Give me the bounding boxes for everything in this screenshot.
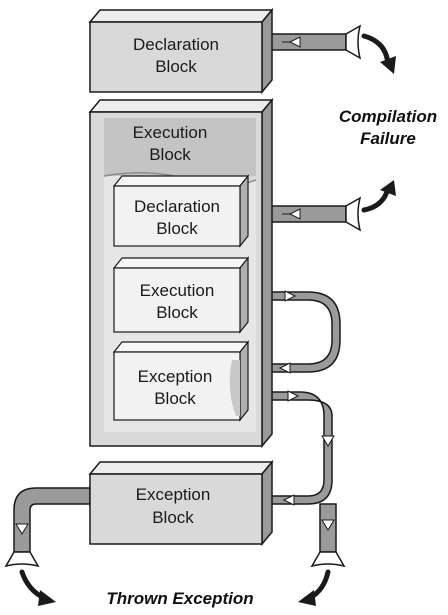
inner-declaration-block: Declaration Block: [112, 174, 250, 248]
left-thrown-nozzle: [4, 551, 56, 606]
top-declaration-label-line1: Declaration: [133, 35, 219, 54]
inner-exception-out-pipe: [239, 390, 335, 506]
inner-exception-label-line2: Block: [154, 389, 196, 408]
top-declaration-block: Declaration Block: [88, 7, 274, 95]
right-thrown-pipe: [319, 503, 337, 553]
left-thrown-pipe: [13, 487, 91, 553]
thrown-exception-caption: Thrown Exception: [106, 589, 253, 608]
outer-exception-block: Exception Block: [88, 459, 274, 547]
outer-execution-label-line1: Execution: [133, 123, 208, 142]
inner-execution-block: Execution Block: [112, 256, 250, 334]
outer-execution-label-line2: Block: [149, 145, 191, 164]
outer-exception-label-line2: Block: [152, 508, 194, 527]
right-thrown-nozzle: [298, 551, 346, 606]
inner-exception-block: Exception Block: [112, 340, 250, 422]
top-declaration-label-line2: Block: [155, 57, 197, 76]
inner-failure-nozzle: [345, 180, 396, 232]
compilation-failure-caption-line2: Failure: [360, 129, 416, 148]
inner-execution-label-line1: Execution: [140, 281, 215, 300]
outer-exception-label-line1: Exception: [136, 485, 211, 504]
inner-declaration-label-line2: Block: [156, 219, 198, 238]
inner-exception-label-line1: Exception: [138, 367, 213, 386]
top-failure-nozzle: [345, 24, 396, 74]
compilation-failure-caption-line1: Compilation: [339, 107, 437, 126]
inner-declaration-label-line1: Declaration: [134, 197, 220, 216]
top-declaration-pipe: [259, 33, 347, 51]
inner-execution-label-line2: Block: [156, 303, 198, 322]
